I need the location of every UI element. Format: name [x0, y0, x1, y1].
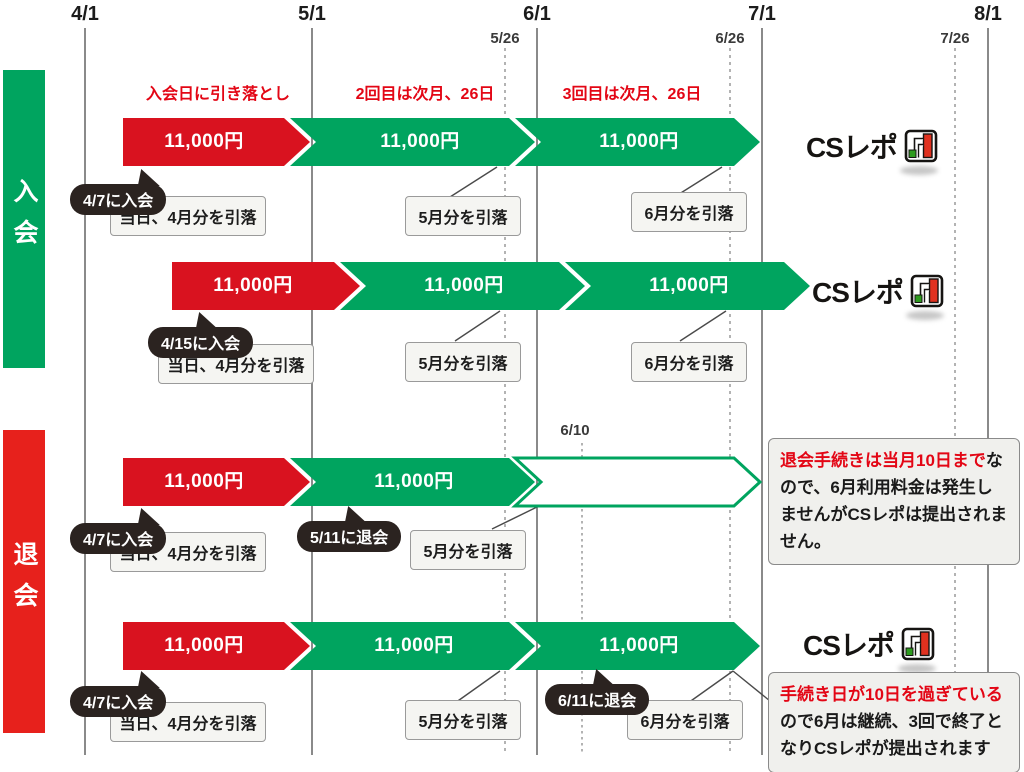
row4-leave-bubble: 6/11に退会	[545, 684, 650, 715]
unbilled-outline-arrow	[511, 456, 763, 508]
cs-report-logo-text: CSレポ	[803, 630, 895, 661]
note-red-text: 手続き日が10日を過ぎている	[780, 685, 1003, 704]
row1-amount-june: 11,000円	[599, 131, 679, 152]
cs-report-icon	[910, 274, 944, 308]
row1-arrows	[123, 118, 760, 166]
row3-arrows	[123, 456, 763, 508]
row1-amount-may: 11,000円	[380, 131, 460, 152]
cs-report-icon	[901, 627, 935, 661]
row4-amount-june: 11,000円	[599, 635, 679, 656]
connector-lines	[449, 166, 771, 704]
cs-report-logo-row4: CSレポ	[803, 624, 935, 664]
row4-amount-april: 11,000円	[164, 635, 244, 656]
row2-june-debit-box: 6月分を引落	[631, 342, 747, 382]
tick-jun10: 6/10	[560, 422, 590, 439]
section-join-bar: 入会	[3, 70, 45, 368]
row3-amount-may: 11,000円	[374, 471, 454, 492]
logo-shadow	[900, 166, 938, 175]
cs-report-logo-row1: CSレポ	[806, 126, 938, 166]
row3-may-debit-box: 5月分を引落	[410, 530, 526, 570]
annotation-first-debit: 入会日に引き落とし	[145, 86, 290, 103]
tick-jun1: 6/1	[523, 3, 551, 25]
cs-report-icon	[904, 129, 938, 163]
row3-join-bubble: 4/7に入会	[70, 523, 167, 554]
row2-may-debit-box: 5月分を引落	[405, 342, 521, 382]
logo-shadow	[898, 664, 936, 673]
row2-amount-june: 11,000円	[649, 275, 729, 296]
row1-june-debit-box: 6月分を引落	[631, 192, 747, 232]
row1-join-bubble: 4/7に入会	[70, 184, 167, 215]
row3-amount-april: 11,000円	[164, 471, 244, 492]
row1-amount-april: 11,000円	[164, 131, 244, 152]
row4-amount-may: 11,000円	[374, 635, 454, 656]
logo-shadow	[906, 311, 944, 320]
cs-report-logo-text: CSレポ	[812, 277, 904, 308]
row2-amount-april: 11,000円	[213, 275, 293, 296]
section-leave-bar: 退会	[3, 430, 45, 733]
tick-apr1: 4/1	[71, 3, 99, 25]
tick-jul26: 7/26	[940, 30, 970, 47]
note-black-text: なので、6月利用料金は発生しませんがCSレポは提出されません。	[780, 451, 1008, 551]
tick-aug1: 8/1	[974, 3, 1002, 25]
row2-join-bubble: 4/15に入会	[148, 327, 254, 358]
row4-may-debit-box: 5月分を引落	[405, 700, 521, 740]
cs-report-logo-row2: CSレポ	[812, 271, 944, 311]
note-black-text: ので6月は継続、3回で終了となりCSレポが提出されます	[780, 711, 1003, 758]
row3-leave-bubble: 5/11に退会	[297, 521, 402, 552]
note-red-text: 退会手続きは当月10日まで	[780, 451, 986, 470]
annotation-second-debit: 2回目は次月、26日	[355, 86, 495, 103]
leave-after-10th-note: 手続き日が10日を過ぎているので6月は継続、3回で終了となりCSレポが提出されま…	[768, 672, 1020, 772]
annotation-third-debit: 3回目は次月、26日	[562, 86, 702, 103]
row2-amount-may: 11,000円	[424, 275, 504, 296]
leave-before-10th-note: 退会手続きは当月10日までなので、6月利用料金は発生しませんがCSレポは提出され…	[768, 438, 1020, 566]
tick-may1: 5/1	[298, 3, 326, 25]
tick-jul1: 7/1	[748, 3, 776, 25]
cs-report-logo-text: CSレポ	[806, 132, 898, 163]
tick-may26: 5/26	[490, 30, 520, 47]
row1-may-debit-box: 5月分を引落	[405, 196, 521, 236]
tick-jun26: 6/26	[715, 30, 745, 47]
row1-first-debit-box: 当日、4月分を引落	[110, 196, 266, 236]
row4-arrows	[123, 622, 760, 670]
row4-join-bubble: 4/7に入会	[70, 686, 167, 717]
row2-arrows	[172, 262, 810, 310]
